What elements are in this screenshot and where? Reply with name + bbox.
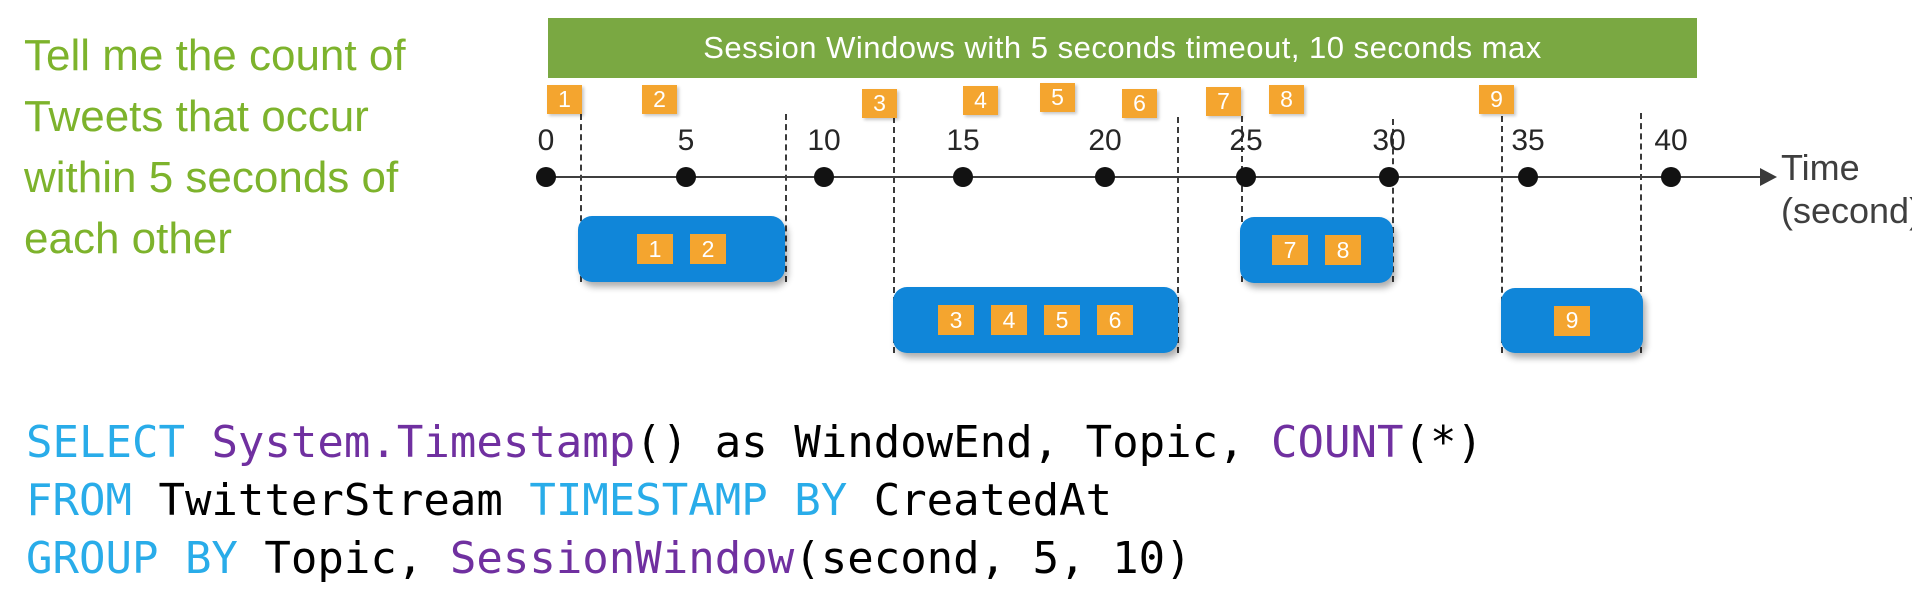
time-axis-label-line1: Time: [1781, 147, 1860, 188]
query-note: Tell me the count of Tweets that occur w…: [24, 31, 406, 263]
event-marker: 5: [1040, 83, 1075, 112]
time-axis-label: Time (second): [1781, 146, 1912, 232]
timeline-dot: [1379, 167, 1399, 187]
code-token: SELECT: [26, 417, 212, 468]
code-line: FROM TwitterStream TIMESTAMP BY CreatedA…: [26, 472, 1483, 530]
window-event-marker: 1: [637, 234, 673, 264]
window-boundary-dashed-line: [580, 114, 582, 282]
tick-label: 10: [807, 124, 841, 157]
timeline-dot: [536, 167, 556, 187]
window-boundary-dashed-line: [1640, 113, 1642, 353]
event-marker: 3: [862, 89, 897, 118]
sql-query: SELECT System.Timestamp() as WindowEnd, …: [26, 414, 1483, 588]
window-boundary-dashed-line: [785, 114, 787, 282]
event-marker: 7: [1206, 87, 1241, 116]
tick-label: 25: [1229, 124, 1263, 157]
code-token: (*): [1403, 417, 1483, 468]
window-event-marker: 6: [1097, 305, 1133, 335]
tick-label: 35: [1511, 124, 1545, 157]
window-boundary-dashed-line: [1177, 117, 1179, 353]
tick-label: 0: [537, 124, 555, 157]
window-event-marker: 8: [1325, 235, 1361, 265]
event-marker: 8: [1269, 85, 1304, 114]
tick-label: 15: [946, 124, 980, 157]
window-event-marker: 9: [1554, 305, 1590, 336]
time-axis-arrowhead-icon: [1760, 168, 1777, 186]
event-marker: 2: [642, 85, 677, 114]
timeline-dot: [1661, 167, 1681, 187]
code-token: CreatedAt: [873, 475, 1113, 526]
code-token: TwitterStream: [158, 475, 530, 526]
code-token: Topic,: [264, 533, 450, 584]
code-token: FROM: [26, 475, 159, 526]
timeline-dot: [1518, 167, 1538, 187]
window-event-marker: 3: [938, 305, 974, 335]
code-token: System.Timestamp: [211, 417, 636, 468]
timeline-dot: [676, 167, 696, 187]
tick-label: 5: [677, 124, 695, 157]
code-token: GROUP BY: [26, 533, 265, 584]
window-event-marker: 5: [1044, 305, 1080, 335]
tick-label: 40: [1654, 124, 1688, 157]
code-line: GROUP BY Topic, SessionWindow(second, 5,…: [26, 530, 1483, 588]
time-axis-line: [540, 176, 1762, 178]
code-line: SELECT System.Timestamp() as WindowEnd, …: [26, 414, 1483, 472]
event-marker: 9: [1479, 85, 1514, 114]
window-event-marker: 7: [1272, 235, 1308, 265]
session-window-4: 9: [1501, 288, 1643, 353]
timeline-dot: [953, 167, 973, 187]
tick-label: 20: [1088, 124, 1122, 157]
code-token: SessionWindow: [449, 533, 795, 584]
code-token: () as WindowEnd, Topic,: [635, 417, 1272, 468]
time-axis-label-line2: (second): [1781, 190, 1912, 231]
window-boundary-dashed-line: [1501, 116, 1503, 353]
session-banner: Session Windows with 5 seconds timeout, …: [548, 18, 1697, 78]
window-event-marker: 4: [991, 305, 1027, 335]
tick-label: 30: [1372, 124, 1406, 157]
window-event-marker: 2: [690, 234, 726, 264]
code-token: TIMESTAMP BY: [529, 475, 874, 526]
timeline-dot: [1236, 167, 1256, 187]
timeline-dot: [1095, 167, 1115, 187]
window-boundary-dashed-line: [1392, 119, 1394, 282]
event-marker: 6: [1122, 89, 1157, 118]
code-token: COUNT: [1271, 417, 1404, 468]
code-token: (second, 5, 10): [794, 533, 1192, 584]
event-marker: 1: [547, 85, 582, 114]
event-marker: 4: [963, 86, 998, 115]
window-boundary-dashed-line: [1241, 116, 1243, 282]
window-boundary-dashed-line: [893, 117, 895, 353]
timeline-dot: [814, 167, 834, 187]
